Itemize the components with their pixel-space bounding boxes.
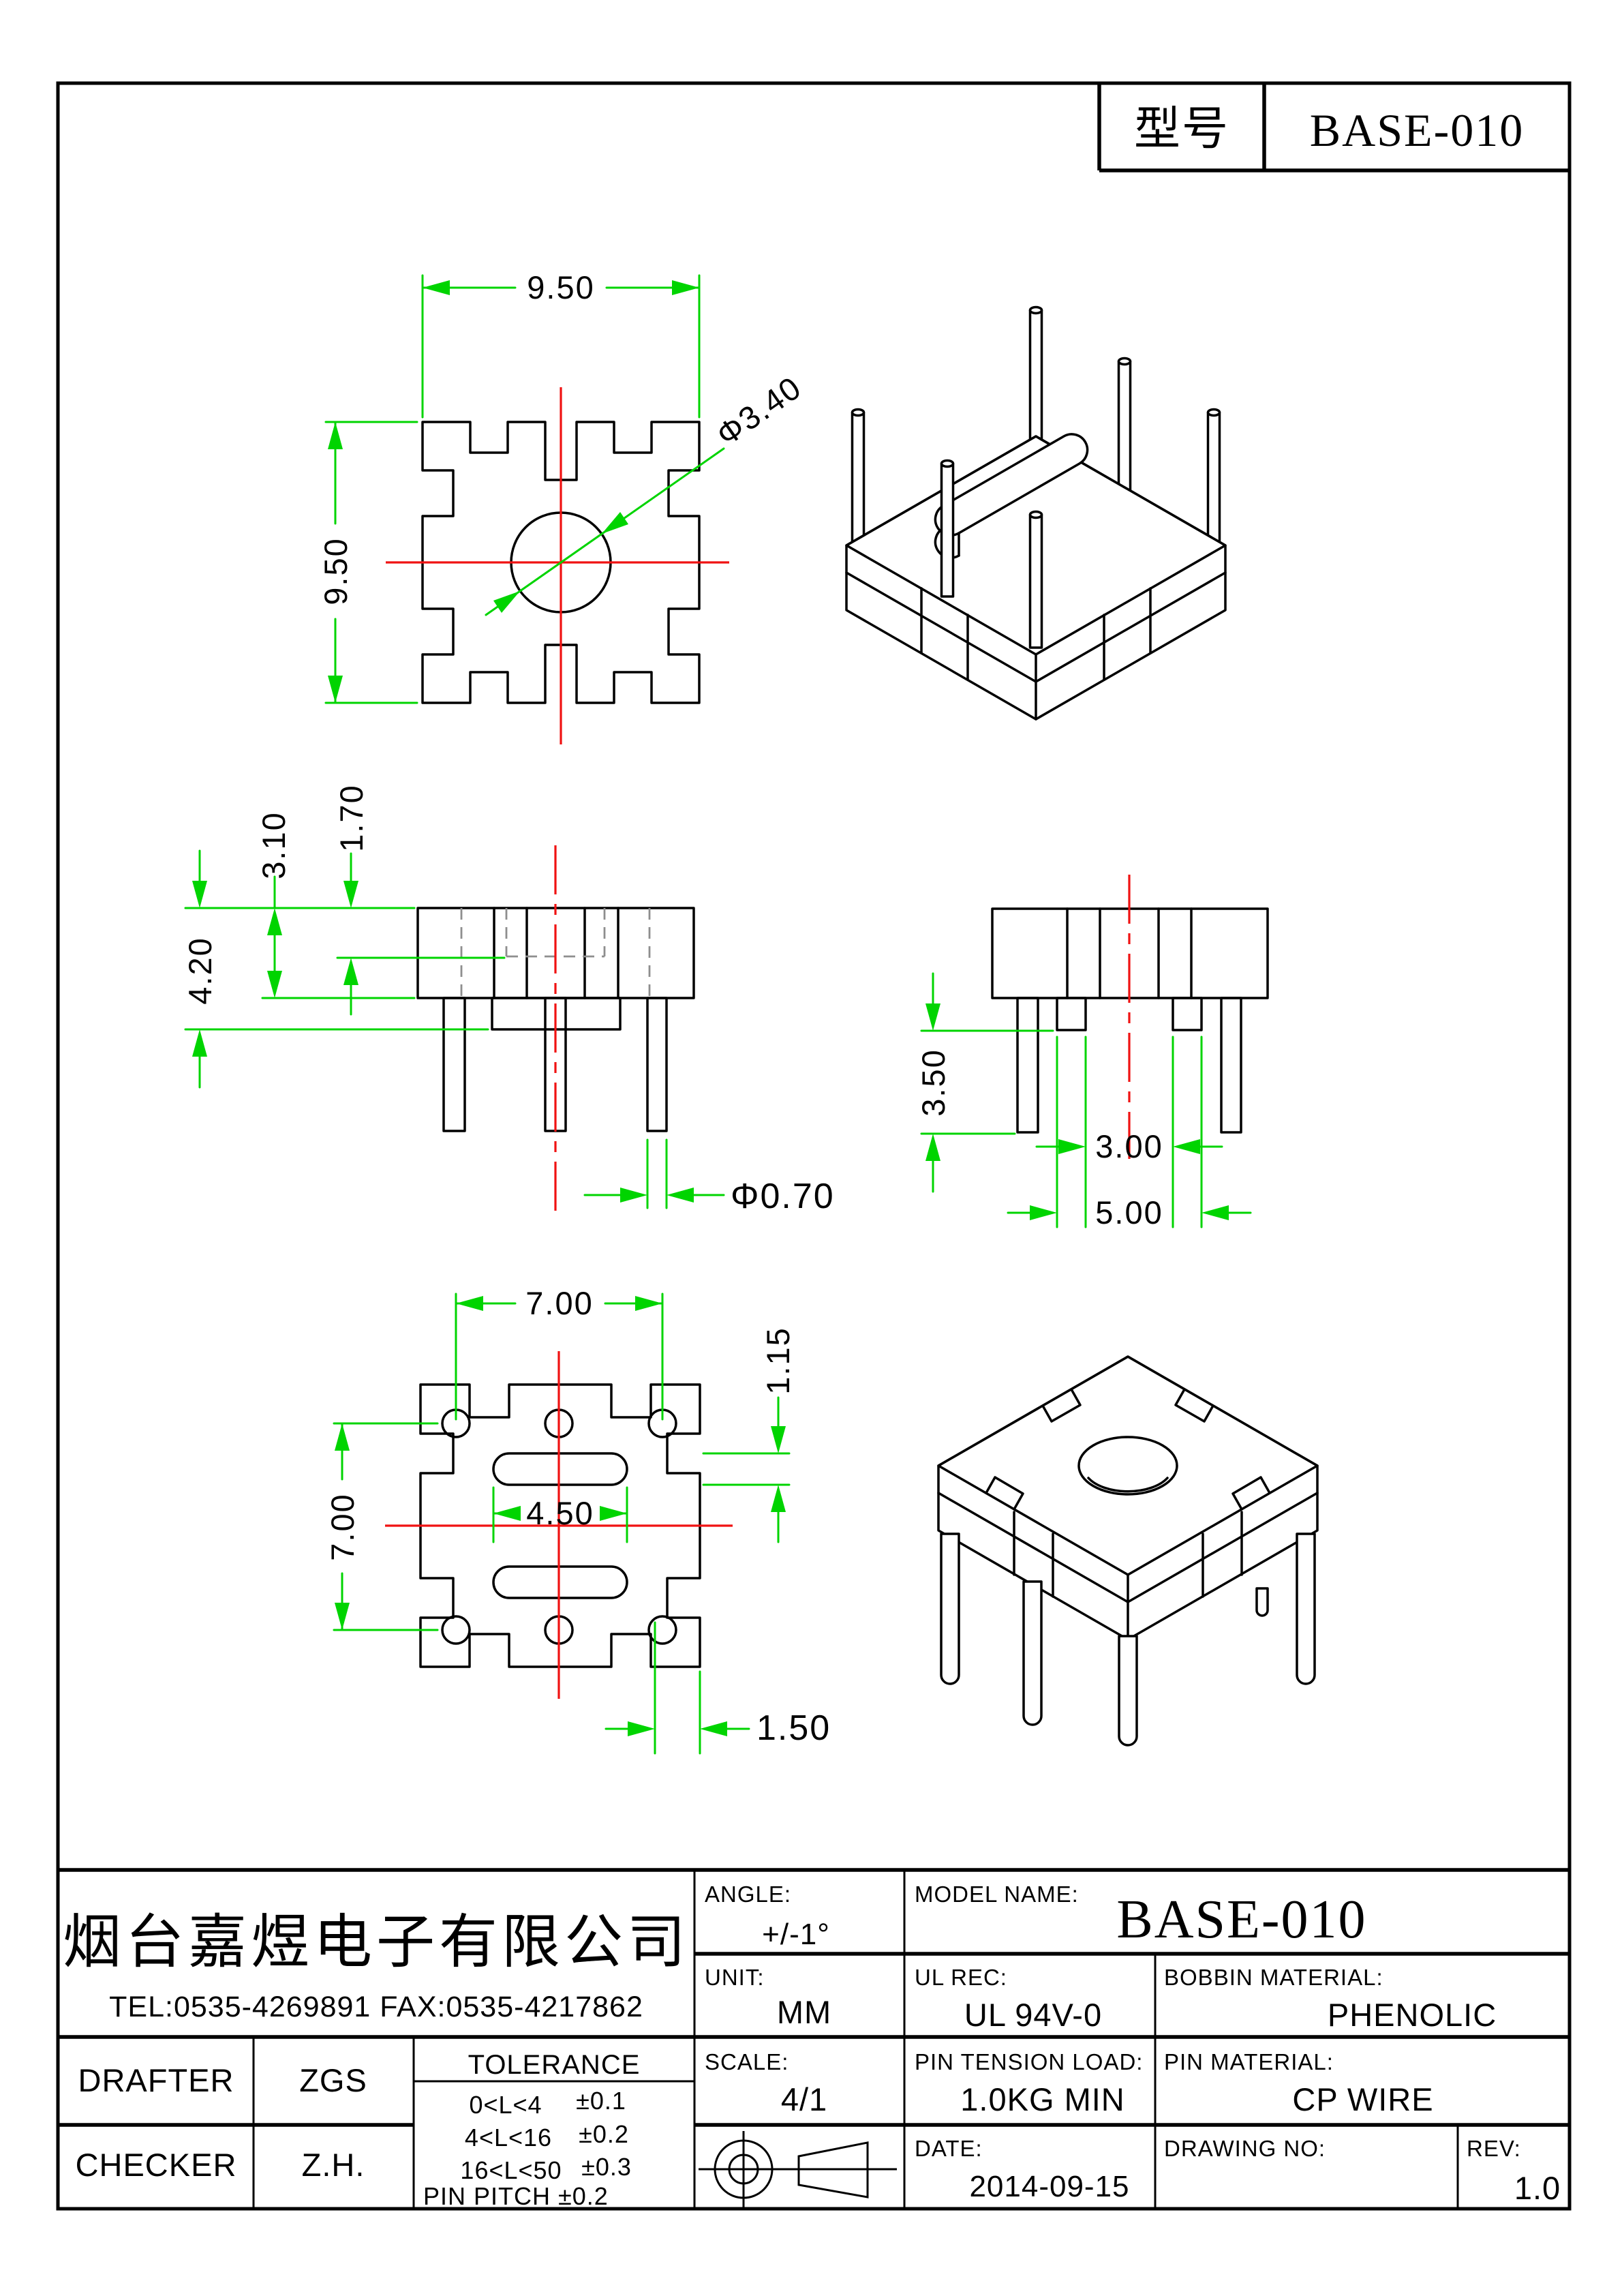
dim-9_50-vertical: 9.50 [318, 421, 418, 704]
rev-label: REV: [1467, 2136, 1521, 2161]
wire-slot-bottom [492, 1565, 628, 1599]
svg-text:5.00: 5.00 [1095, 1194, 1163, 1230]
model-name-label: MODEL NAME: [915, 1882, 1079, 1907]
model-name-value: BASE-010 [1116, 1890, 1366, 1950]
svg-text:±0.2: ±0.2 [579, 2120, 629, 2148]
model-number-box: 型号 BASE-010 [1097, 83, 1570, 172]
svg-text:3.00: 3.00 [1095, 1128, 1163, 1164]
pin-material-label: PIN MATERIAL: [1164, 2049, 1334, 2074]
side-pin-inner-left [1056, 997, 1087, 1031]
svg-text:9.50: 9.50 [527, 269, 594, 305]
checker-label: CHECKER [76, 2147, 237, 2183]
dim-3_00: 3.00 [1035, 1128, 1223, 1164]
date-label: DATE: [915, 2136, 983, 2161]
projection-symbol-icon [699, 2131, 897, 2207]
model-box-label: 型号 [1134, 103, 1229, 155]
top-view-outline [421, 421, 701, 704]
view-side: 3.50 3.00 5.00 [915, 875, 1269, 1230]
dim-hole-leader: Φ3.40 [485, 369, 808, 616]
view-top: 9.50 9.50 Φ3.40 [318, 269, 808, 744]
dim-1_15: 1.15 [702, 1327, 796, 1543]
dim-3_50: 3.50 [915, 972, 951, 1193]
date-value: 2014-09-15 [969, 2170, 1129, 2203]
side-pin-outer-right [1220, 997, 1242, 1134]
pin-tension-label: PIN TENSION LOAD: [915, 2049, 1143, 2074]
dim-5_00: 5.00 [1007, 1194, 1252, 1230]
svg-text:4.50: 4.50 [526, 1495, 594, 1531]
wire-slot-top [492, 1452, 628, 1486]
svg-text:9.50: 9.50 [318, 537, 354, 605]
svg-text:1.50: 1.50 [756, 1708, 831, 1748]
svg-text:7.00: 7.00 [525, 1285, 593, 1321]
dim-7_00-horizontal: 7.00 [455, 1285, 664, 1421]
dim-3_10: 3.10 [256, 811, 292, 998]
scale-value: 4/1 [781, 2081, 827, 2117]
rev-value: 1.0 [1514, 2170, 1561, 2206]
side-pin-inner-right [1172, 997, 1203, 1031]
checker-value: Z.H. [302, 2147, 365, 2183]
iso1-pins [845, 305, 1227, 721]
company-contact: TEL:0535-4269891 FAX:0535-4217862 [109, 1991, 643, 2023]
svg-text:4.20: 4.20 [182, 937, 218, 1004]
dim-7_00-vertical: 7.00 [324, 1422, 439, 1631]
pin-material-value: CP WIRE [1292, 2081, 1433, 2117]
svg-text:4<L<16: 4<L<16 [465, 2124, 552, 2151]
angle-value: +/-1° [762, 1918, 830, 1951]
dim-4_20: 4.20 [182, 849, 218, 1089]
unit-value: MM [777, 1994, 831, 2030]
iso2-center-hole [1077, 1436, 1178, 1496]
svg-text:16<L<50: 16<L<50 [460, 2156, 562, 2184]
view-front: 4.20 3.10 1.70 Φ0.70 [182, 784, 835, 1218]
unit-label: UNIT: [705, 1965, 765, 1990]
svg-text:1.70: 1.70 [333, 784, 369, 851]
svg-text:3.10: 3.10 [256, 811, 292, 879]
svg-text:1.15: 1.15 [760, 1327, 796, 1394]
model-box-value: BASE-010 [1310, 104, 1524, 156]
svg-text:Φ3.40: Φ3.40 [709, 369, 808, 453]
angle-label: ANGLE: [705, 1882, 791, 1907]
drafter-value: ZGS [299, 2062, 367, 2098]
svg-text:±0.1: ±0.1 [576, 2087, 626, 2115]
ul-rec-value: UL 94V-0 [964, 1997, 1102, 2033]
dim-9_50-horizontal: 9.50 [421, 269, 701, 419]
view-isometric-top [845, 305, 1227, 721]
drawing-no-label: DRAWING NO: [1164, 2136, 1326, 2161]
front-pin-left [442, 997, 466, 1132]
bobbin-material-value: PHENOLIC [1328, 1997, 1497, 2033]
tolerance-table: 0<L<4 ±0.1 4<L<16 ±0.2 16<L<50 ±0.3 PIN … [423, 2087, 632, 2210]
svg-text:Φ0.70: Φ0.70 [731, 1177, 835, 1216]
dim-4_50: 4.50 [492, 1486, 628, 1543]
tolerance-title: TOLERANCE [468, 2050, 641, 2080]
bottom-view-outline [419, 1383, 701, 1668]
svg-text:3.50: 3.50 [915, 1048, 951, 1116]
scale-label: SCALE: [705, 2049, 789, 2074]
view-isometric-bottom [937, 1355, 1319, 1747]
dim-1_50: 1.50 [605, 1621, 831, 1755]
pin-pitch-tolerance: PIN PITCH ±0.2 [423, 2182, 609, 2210]
iso2-pins [940, 1532, 1316, 1747]
title-block: 烟台嘉煜电子有限公司 TEL:0535-4269891 FAX:0535-421… [58, 1868, 1570, 2210]
svg-text:±0.3: ±0.3 [581, 2153, 632, 2181]
ul-rec-label: UL REC: [915, 1965, 1007, 1990]
drafter-label: DRAFTER [78, 2062, 234, 2098]
svg-text:7.00: 7.00 [324, 1493, 361, 1560]
bobbin-material-label: BOBBIN MATERIAL: [1164, 1965, 1383, 1990]
sheet-border [56, 81, 1572, 2211]
svg-text:0<L<4: 0<L<4 [469, 2091, 542, 2119]
front-pin-right [646, 997, 668, 1132]
dim-1_70: 1.70 [333, 784, 369, 1016]
company-name: 烟台嘉煜电子有限公司 [63, 1909, 690, 1975]
dim-pin-dia: Φ0.70 [583, 1138, 835, 1216]
view-bottom: 7.00 7.00 4.50 [324, 1285, 831, 1755]
iso2-notches [985, 1388, 1271, 1511]
side-pin-outer-left [1016, 997, 1039, 1134]
pin-tension-value: 1.0KG MIN [960, 2081, 1124, 2117]
